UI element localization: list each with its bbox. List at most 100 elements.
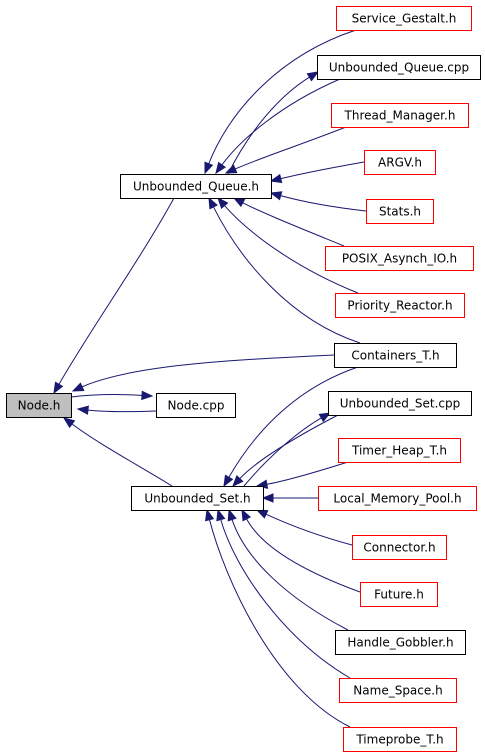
- node-box: [131, 486, 264, 511]
- arrowhead-icon: [62, 417, 76, 429]
- edges-layer: [53, 29, 367, 728]
- edge-line: [279, 161, 365, 180]
- edge-line: [243, 417, 323, 487]
- arrowhead-icon: [224, 164, 238, 174]
- edge-timer_heap_t_h-to-unbounded_set_h: [255, 461, 349, 489]
- edge-line: [245, 517, 361, 593]
- node-label: Node.h: [18, 399, 61, 413]
- arrowhead-icon: [227, 508, 237, 522]
- edge-name_space_h-to-unbounded_set_h: [216, 508, 351, 679]
- node-box: [335, 293, 465, 318]
- node-label: Unbounded_Queue.h: [133, 180, 259, 194]
- node-unbounded-queue-cpp[interactable]: Unbounded_Queue.cpp: [317, 55, 481, 80]
- node-future-h[interactable]: Future.h: [360, 582, 438, 607]
- node-local-memory-pool-h[interactable]: Local_Memory_Pool.h: [318, 486, 477, 511]
- edge-line: [227, 76, 311, 175]
- edge-posix_asynch_io_h-to-unbounded_queue_h: [232, 197, 345, 247]
- node-box: [352, 535, 447, 560]
- node-box: [6, 393, 72, 418]
- node-box: [336, 6, 472, 31]
- node-label: Local_Memory_Pool.h: [333, 492, 461, 506]
- node-priority-reactor-h[interactable]: Priority_Reactor.h: [335, 293, 465, 318]
- edge-containers_t_h-to-unbounded_queue_h: [208, 196, 361, 344]
- node-label: Priority_Reactor.h: [347, 299, 452, 313]
- edge-line: [212, 205, 361, 344]
- node-posix-asynch-io-h[interactable]: POSIX_Asynch_IO.h: [325, 246, 474, 271]
- arrowhead-icon: [223, 474, 234, 488]
- edge-unbounded_queue_h-to-node_h: [53, 197, 175, 395]
- node-name-space-h[interactable]: Name_Space.h: [339, 678, 457, 703]
- node-node-h: Node.h: [6, 393, 72, 418]
- node-label: Future.h: [374, 588, 424, 602]
- edge-node_h-to-node_cpp: [70, 390, 154, 401]
- node-node-cpp[interactable]: Node.cpp: [156, 393, 236, 418]
- node-box: [360, 582, 438, 607]
- node-timeprobe-t-h[interactable]: Timeprobe_T.h: [343, 727, 457, 752]
- edge-unbounded_set_cpp-to-unbounded_set_h: [232, 414, 339, 487]
- node-box: [325, 246, 474, 271]
- arrowhead-icon: [269, 173, 283, 184]
- edge-handle_gobbler_h-to-unbounded_set_h: [227, 508, 349, 631]
- node-connector-h[interactable]: Connector.h: [352, 535, 447, 560]
- edge-unbounded_set_h-to-node_h: [62, 417, 173, 487]
- edge-line: [238, 414, 339, 480]
- edge-priority_reactor_h-to-unbounded_queue_h: [217, 196, 359, 294]
- edge-line: [265, 461, 349, 485]
- edge-line: [58, 197, 175, 386]
- edge-future_h-to-unbounded_set_h: [241, 508, 361, 593]
- node-label: Timeprobe_T.h: [355, 733, 443, 747]
- edge-line: [264, 513, 353, 546]
- node-label: Name_Space.h: [353, 684, 442, 698]
- node-stats-h[interactable]: Stats.h: [366, 199, 434, 224]
- arrowhead-icon: [141, 390, 154, 401]
- node-unbounded-set-h[interactable]: Unbounded_Set.h: [131, 486, 264, 511]
- edge-line: [241, 201, 345, 247]
- arrowhead-icon: [261, 493, 274, 503]
- node-unbounded-queue-h[interactable]: Unbounded_Queue.h: [120, 174, 272, 199]
- node-box: [364, 150, 436, 175]
- edge-stats_h-to-unbounded_queue_h: [269, 191, 367, 212]
- node-label: Thread_Manager.h: [344, 109, 456, 123]
- node-label: Containers_T.h: [351, 349, 439, 363]
- edge-line: [223, 204, 359, 294]
- node-label: Node.cpp: [168, 399, 225, 413]
- arrowhead-icon: [71, 382, 85, 392]
- node-label: POSIX_Asynch_IO.h: [342, 252, 457, 266]
- node-box: [120, 174, 272, 199]
- edge-local_memory_pool_h-to-unbounded_set_h: [261, 493, 318, 503]
- edge-unbounded_queue_h-to-unbounded_queue_cpp: [227, 71, 320, 175]
- edge-thread_manager_h-to-unbounded_queue_h: [224, 126, 347, 174]
- edge-service_gestalt_h-to-unbounded_queue_h: [204, 29, 357, 175]
- node-thread-manager-h[interactable]: Thread_Manager.h: [331, 103, 469, 128]
- node-box: [317, 55, 481, 80]
- arrowhead-icon: [76, 405, 89, 415]
- edge-line: [207, 29, 357, 165]
- edge-unbounded_set_h-to-unbounded_set_cpp: [243, 412, 332, 487]
- node-containers-t-h[interactable]: Containers_T.h: [334, 343, 457, 368]
- node-label: Unbounded_Set.cpp: [340, 397, 461, 411]
- edge-node_cpp-to-node_h: [76, 405, 157, 415]
- node-box: [338, 438, 461, 463]
- node-handle-gobbler-h[interactable]: Handle_Gobbler.h: [335, 630, 466, 655]
- edge-line: [279, 194, 367, 212]
- node-label: Timer_Heap_T.h: [351, 444, 447, 458]
- edge-containers_t_h-to-node_h: [71, 354, 335, 392]
- node-label: Connector.h: [363, 541, 435, 555]
- edge-argv_h-to-unbounded_queue_h: [269, 161, 365, 184]
- edge-timeprobe_t_h-to-unbounded_set_h: [205, 508, 351, 728]
- node-service-gestalt-h[interactable]: Service_Gestalt.h: [336, 6, 472, 31]
- node-unbounded-set-cpp[interactable]: Unbounded_Set.cpp: [328, 391, 472, 416]
- arrowhead-icon: [217, 196, 229, 210]
- node-argv-h[interactable]: ARGV.h: [364, 150, 436, 175]
- arrowhead-icon: [204, 161, 214, 175]
- arrowhead-icon: [205, 508, 215, 522]
- node-label: Unbounded_Queue.cpp: [329, 61, 469, 75]
- node-box: [331, 103, 469, 128]
- node-timer-heap-t-h[interactable]: Timer_Heap_T.h: [338, 438, 461, 463]
- edge-unbounded_queue_cpp-to-unbounded_queue_h: [215, 78, 341, 175]
- edge-line: [234, 126, 347, 170]
- edge-line: [227, 366, 359, 479]
- node-label: Stats.h: [379, 205, 421, 219]
